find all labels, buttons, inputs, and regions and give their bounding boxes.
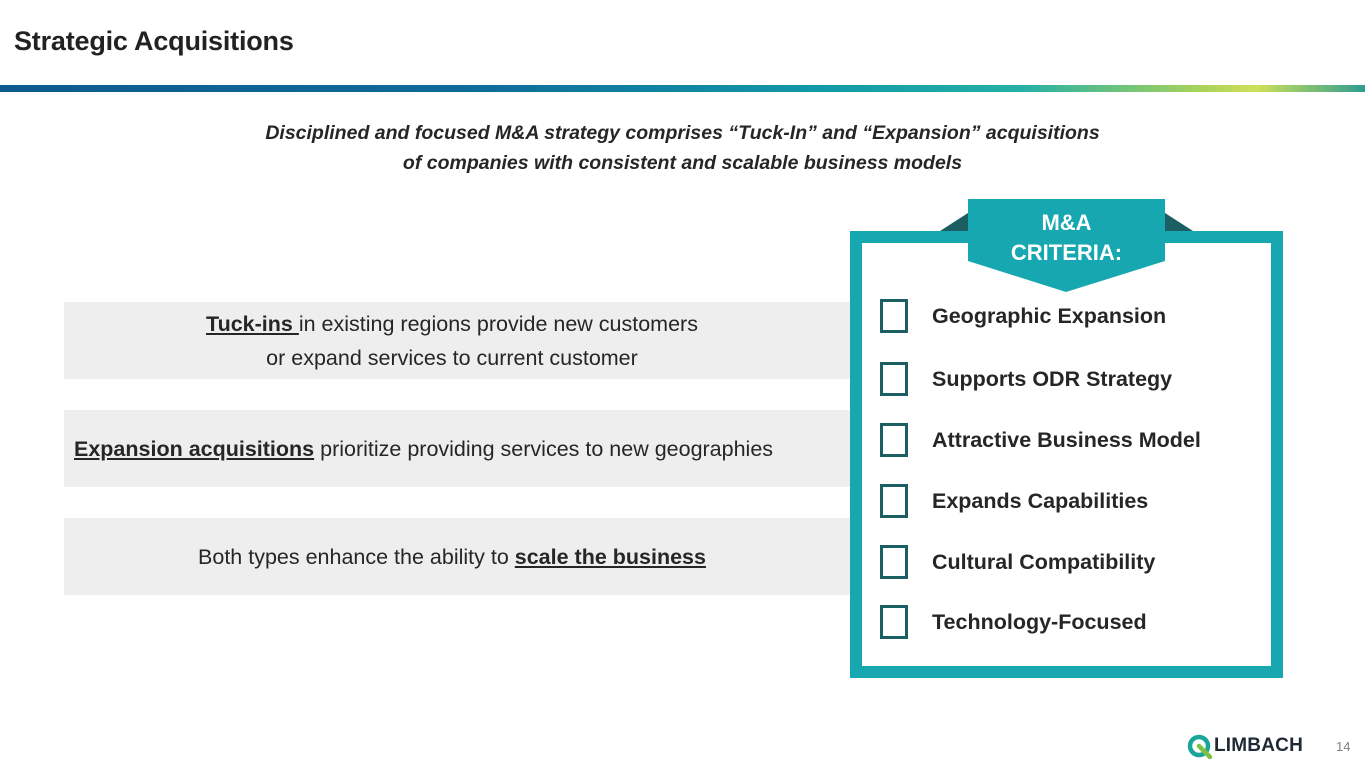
criteria-item: Cultural Compatibility xyxy=(880,542,1260,582)
criteria-banner xyxy=(940,199,1193,292)
criteria-item: Technology-Focused xyxy=(880,602,1260,642)
criteria-item: Geographic Expansion xyxy=(880,296,1260,336)
criteria-label: Expands Capabilities xyxy=(932,488,1149,513)
criteria-banner-text: M&A CRITERIA: xyxy=(968,208,1165,268)
criteria-item: Attractive Business Model xyxy=(880,420,1260,460)
scale-text: Both types enhance the ability to scale … xyxy=(198,540,706,574)
expansion-emphasis: Expansion acquisitions xyxy=(74,436,315,461)
checkbox-icon xyxy=(880,423,908,457)
title-underline-bar xyxy=(0,85,1365,92)
expansion-box: Expansion acquisitions prioritize provid… xyxy=(64,410,850,487)
subtitle-line-2: of companies with consistent and scalabl… xyxy=(402,152,963,174)
tuckins-text: Tuck-ins in existing regions provide new… xyxy=(206,307,698,375)
logo-wordmark: LIMBACH xyxy=(1214,735,1303,756)
subtitle-line-1: Disciplined and focused M&A strategy com… xyxy=(265,122,1100,144)
expansion-rest: prioritize providing services to new geo… xyxy=(314,436,774,461)
banner-body xyxy=(968,199,1165,292)
company-logo: LIMBACH xyxy=(1186,732,1303,760)
criteria-label: Cultural Compatibility xyxy=(932,549,1156,574)
criteria-frame xyxy=(850,231,1283,678)
checkbox-icon xyxy=(880,605,908,639)
criteria-item: Expands Capabilities xyxy=(880,481,1260,521)
banner-line-1: M&A xyxy=(1041,210,1092,235)
criteria-panel xyxy=(862,243,1271,666)
checkbox-icon xyxy=(880,362,908,396)
checkbox-icon xyxy=(880,484,908,518)
tuckins-box: Tuck-ins in existing regions provide new… xyxy=(64,302,850,379)
page-title: Strategic Acquisitions xyxy=(14,26,294,56)
criteria-item: Supports ODR Strategy xyxy=(880,359,1260,399)
slide-subtitle: Disciplined and focused M&A strategy com… xyxy=(0,118,1365,178)
criteria-label: Attractive Business Model xyxy=(932,427,1201,452)
expansion-text: Expansion acquisitions prioritize provid… xyxy=(74,432,773,466)
scale-box: Both types enhance the ability to scale … xyxy=(64,518,850,595)
banner-right-fold xyxy=(1165,213,1193,231)
banner-line-2: CRITERIA: xyxy=(1010,240,1123,265)
page-number: 14 xyxy=(1336,739,1351,754)
scale-emphasis: scale the business xyxy=(514,544,706,569)
limbach-logo-icon xyxy=(1187,734,1212,759)
checkbox-icon xyxy=(880,545,908,579)
scale-prefix: Both types enhance the ability to xyxy=(198,544,515,569)
tuckins-line-2: or expand services to current customer xyxy=(266,345,638,370)
criteria-label: Technology-Focused xyxy=(932,609,1147,634)
criteria-label: Geographic Expansion xyxy=(932,303,1167,328)
criteria-label: Supports ODR Strategy xyxy=(932,366,1173,391)
banner-left-fold xyxy=(940,213,968,231)
tuckins-emphasis: Tuck-ins xyxy=(206,311,299,336)
tuckins-line-1: in existing regions provide new customer… xyxy=(298,311,698,336)
checkbox-icon xyxy=(880,299,908,333)
